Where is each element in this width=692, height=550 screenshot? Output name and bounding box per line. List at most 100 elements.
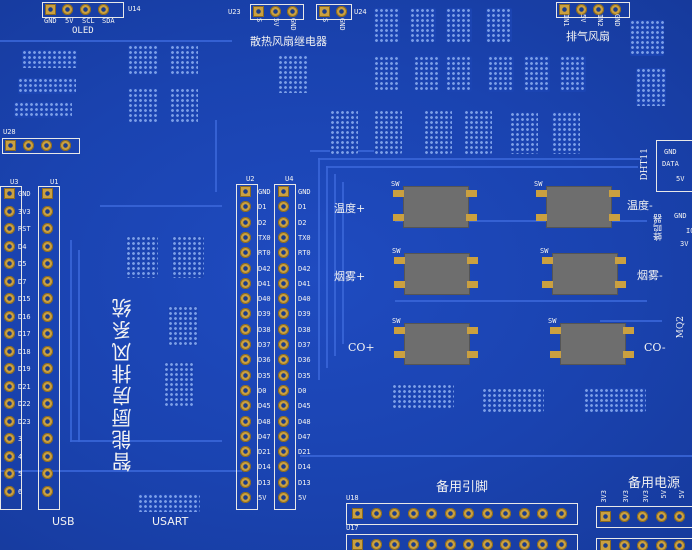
header-pin — [389, 508, 400, 519]
dht11-label: DHT11 — [640, 148, 650, 181]
trace — [326, 166, 638, 168]
switch-label: SW — [534, 180, 543, 188]
via-grid — [128, 45, 158, 75]
u3-label: U3 — [10, 178, 19, 186]
switch-label: SW — [540, 247, 549, 255]
tactile-switch — [404, 323, 470, 365]
exhaust-pin-label: GND — [613, 14, 621, 27]
u4-pin-label: D47 — [298, 432, 311, 441]
u4-pin-label: D21 — [298, 448, 311, 457]
dht-pin-label: DATA — [662, 160, 679, 168]
via-grid — [560, 56, 586, 92]
left-pin-label: D7 — [18, 277, 27, 286]
u4-pin-label: D1 — [298, 203, 307, 212]
u2-pin-label: D48 — [258, 417, 271, 426]
u2-pin-label: D2 — [258, 218, 267, 227]
header-pin — [336, 6, 347, 17]
buzzer-pin-label: GND — [674, 212, 687, 220]
exhaust-fan-header — [556, 2, 630, 18]
header-pin — [42, 433, 53, 444]
switch-pad — [466, 190, 477, 197]
via-grid — [330, 110, 358, 154]
exhaust-pin-label: 5V — [579, 14, 587, 23]
trace — [300, 455, 692, 457]
header-pin — [4, 275, 15, 287]
u2-label: U2 — [246, 175, 255, 183]
dht-pin-label: GND — [664, 148, 677, 156]
u3-header — [0, 186, 22, 510]
u4-header — [274, 184, 296, 510]
exhaust-pin-label: IN2 — [596, 14, 604, 27]
header-pin — [42, 450, 53, 462]
switch-pad — [609, 190, 620, 197]
header-pin — [600, 511, 611, 522]
u14-pin-label: SCL — [82, 17, 95, 25]
u2-pin-label: D35 — [258, 371, 271, 380]
trace — [318, 158, 320, 380]
header-pin — [62, 4, 73, 15]
header-pin — [4, 328, 15, 339]
header-pin — [240, 354, 251, 366]
u17-header — [346, 534, 578, 550]
header-pin — [500, 539, 511, 550]
via-grid — [374, 8, 400, 42]
switch-pad — [615, 257, 626, 264]
u4-pin-label: D38 — [298, 325, 311, 334]
header-pin — [278, 216, 289, 228]
via-grid — [552, 112, 580, 154]
header-pin — [42, 310, 53, 322]
u2-pin-label: 5V — [258, 494, 267, 502]
header-pin — [240, 293, 251, 305]
u2-pin-label: D13 — [258, 478, 271, 487]
fan-relay-label: 散热风扇继电器 — [250, 35, 327, 48]
header-pin — [42, 398, 53, 409]
header-pin — [240, 247, 251, 259]
header-pin — [278, 339, 289, 350]
oled-label: OLED — [72, 26, 94, 36]
u1-label: U1 — [50, 178, 59, 186]
header-pin — [5, 140, 16, 151]
via-grid — [630, 20, 664, 56]
header-pin — [278, 400, 289, 412]
header-pin — [278, 354, 289, 366]
switch-pad — [394, 281, 405, 288]
buzzer-label: 蜂鸣器 — [654, 214, 664, 241]
header-pin — [42, 240, 53, 252]
u4-pin-label: D45 — [298, 402, 311, 411]
u4-pin-label: TX0 — [298, 233, 311, 242]
u28-label: U28 — [3, 128, 16, 136]
u4-pin-label: GND — [298, 188, 311, 196]
system-title: 智能厨房排风系统 — [111, 296, 135, 472]
header-pin — [518, 539, 530, 550]
u14-label: U14 — [128, 5, 141, 13]
header-pin — [278, 186, 289, 197]
via-grid — [278, 55, 308, 93]
u14-pin-label: GND — [44, 17, 57, 25]
header-pin — [4, 380, 15, 392]
header-pin — [240, 369, 251, 381]
u28-header — [2, 138, 80, 154]
header-pin — [537, 539, 548, 550]
via-grid — [488, 56, 514, 92]
header-pin — [42, 380, 53, 392]
left-pin-label: D23 — [18, 417, 31, 426]
u2-pin-label: D21 — [258, 448, 271, 457]
trace — [342, 182, 344, 344]
switch-pad — [466, 214, 477, 221]
u4-pin-label: D40 — [298, 295, 311, 304]
header-pin — [42, 363, 53, 374]
switch-pad — [394, 351, 405, 358]
switch-pad — [467, 281, 478, 288]
header-pin — [240, 339, 251, 350]
via-grid — [464, 110, 492, 154]
via-grid — [22, 50, 77, 68]
switch-pad — [550, 351, 561, 358]
header-pin — [278, 492, 289, 503]
left-pin-label: D5 — [18, 260, 27, 268]
dht11-outline — [656, 140, 692, 192]
u2-pin-label: GND — [258, 188, 271, 196]
power-pin-label: 3V3 — [600, 490, 608, 503]
header-pin — [518, 508, 530, 519]
tactile-switch — [404, 253, 470, 295]
u4-pin-label: D35 — [298, 371, 311, 380]
